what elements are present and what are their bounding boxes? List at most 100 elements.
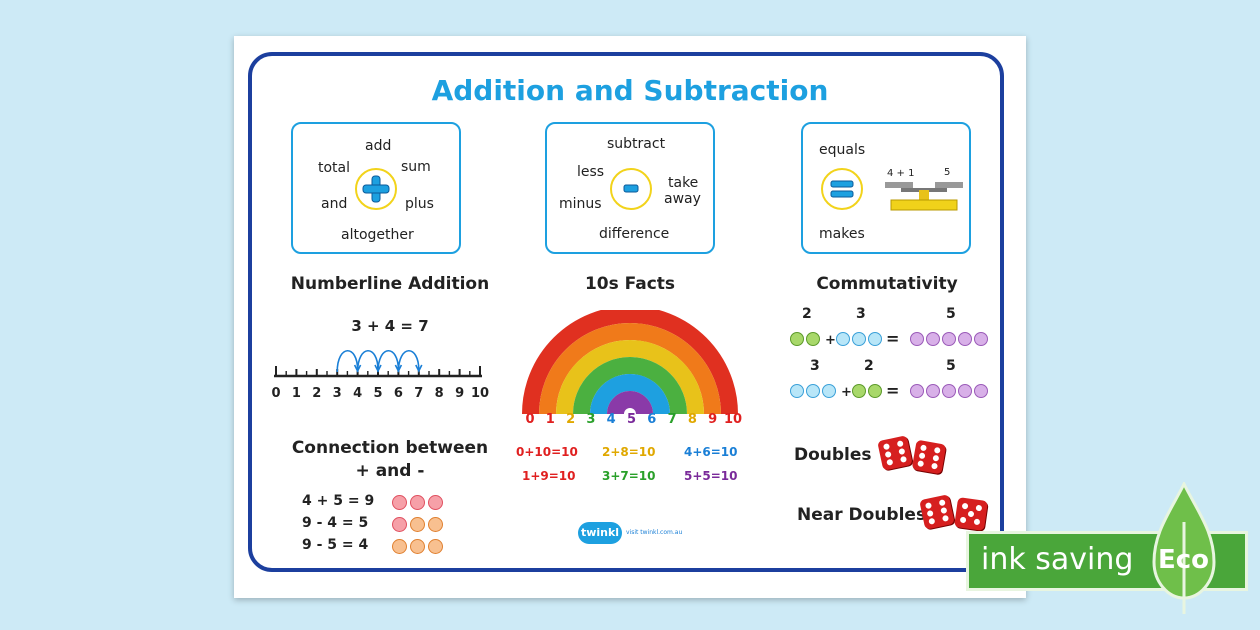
addition-vocab-box: add total sum and plus altogether <box>291 122 461 254</box>
number-line <box>274 350 482 378</box>
rainbow-band <box>607 391 653 414</box>
counter-dot <box>822 384 836 398</box>
rainbow-band <box>539 323 721 414</box>
counter-dot <box>910 332 924 346</box>
counter-dot <box>942 332 956 346</box>
numberline-label: 8 <box>434 386 444 401</box>
numberline-label: 7 <box>414 386 424 401</box>
rainbow-number: 0 <box>525 412 535 427</box>
counter-dot <box>926 384 940 398</box>
connection-heading-line2: + and - <box>355 461 425 481</box>
twinkl-logo: twinkl <box>578 522 622 544</box>
vocab-word: difference <box>599 226 670 242</box>
tens-fact: 5+5=10 <box>684 469 738 483</box>
counter-dot <box>410 539 425 554</box>
equals-icon <box>821 168 863 210</box>
near-doubles-label: Near Doubles <box>797 505 927 525</box>
numberline-label: 1 <box>291 386 301 401</box>
numberline-label: 4 <box>353 386 363 401</box>
doubles-label: Doubles <box>794 445 872 465</box>
counter-dot <box>836 332 850 346</box>
counter-dot <box>910 384 924 398</box>
activity-sheet: Addition and Subtraction add total sum a… <box>234 36 1026 598</box>
rainbow-number: 3 <box>586 412 596 427</box>
dice-icon <box>911 439 947 475</box>
counter-dot <box>852 332 866 346</box>
connection-heading-line1: Connection between <box>291 438 489 458</box>
minus-icon <box>610 168 652 210</box>
plus-sign: + <box>841 385 852 400</box>
rainbow-band <box>590 374 670 414</box>
commute-number: 5 <box>946 358 956 374</box>
subtraction-vocab-box: subtract less take away minus difference <box>545 122 715 254</box>
connection-equation: 9 - 5 = 4 <box>302 537 369 553</box>
rainbow-number: 7 <box>667 412 677 427</box>
vocab-word: sum <box>401 159 431 175</box>
commute-number: 2 <box>864 358 874 374</box>
counter-dot <box>852 384 866 398</box>
counter-dot <box>428 539 443 554</box>
numberline-label: 10 <box>470 386 490 401</box>
commute-number: 5 <box>946 306 956 322</box>
counter-dot <box>926 332 940 346</box>
numberline-equation: 3 + 4 = 7 <box>351 317 429 335</box>
rainbow-band <box>556 340 704 414</box>
counter-dot <box>428 517 443 532</box>
eco-leaf-icon <box>1152 482 1216 614</box>
counter-dot <box>410 495 425 510</box>
rainbow-number: 2 <box>566 412 576 427</box>
equals-vocab-box: equals makes 4 + 1 5 <box>801 122 971 254</box>
numberline-jump-arrow <box>356 350 379 373</box>
equals-sign: = <box>886 381 900 400</box>
counter-dot <box>392 539 407 554</box>
counter-dot <box>392 495 407 510</box>
commutativity-heading: Commutativity <box>816 274 958 294</box>
counter-dot <box>974 332 988 346</box>
twinkl-url: visit twinkl.com.au <box>626 529 683 536</box>
numberline-label: 2 <box>312 386 322 401</box>
counter-dot <box>868 332 882 346</box>
vocab-word: makes <box>819 226 865 242</box>
commute-number: 3 <box>856 306 866 322</box>
connection-equation: 4 + 5 = 9 <box>302 493 375 509</box>
counter-dot <box>410 517 425 532</box>
vocab-word: altogether <box>341 227 414 243</box>
rainbow-number: 4 <box>606 412 616 427</box>
rainbow-number: 9 <box>708 412 718 427</box>
vocab-word: equals <box>819 142 866 158</box>
plus-sign: + <box>825 333 836 348</box>
counter-dot <box>958 384 972 398</box>
counter-dot <box>806 332 820 346</box>
counter-dot <box>958 332 972 346</box>
dice-icon <box>877 435 913 471</box>
rainbow-band <box>522 310 738 414</box>
counter-dot <box>428 495 443 510</box>
numberline-jump-arrow <box>336 350 359 373</box>
balance-scale-icon <box>885 182 963 211</box>
connection-equation: 9 - 4 = 5 <box>302 515 369 531</box>
tens-fact: 4+6=10 <box>684 445 738 459</box>
numberline-label: 9 <box>455 386 465 401</box>
vocab-word: and <box>321 196 348 212</box>
vocab-word: total <box>318 160 351 176</box>
tens-fact: 3+7=10 <box>602 469 656 483</box>
dice-icon <box>954 497 988 531</box>
counter-dot <box>974 384 988 398</box>
vocab-word: add <box>365 138 392 154</box>
equals-sign: = <box>886 329 900 348</box>
vocab-word: minus <box>559 196 602 212</box>
tens-fact: 2+8=10 <box>602 445 656 459</box>
counter-dot <box>790 384 804 398</box>
numberline-arrowhead <box>415 364 423 373</box>
counter-dot <box>790 332 804 346</box>
tens-fact: 0+10=10 <box>516 445 578 459</box>
vocab-word: subtract <box>607 136 666 152</box>
vocab-word: less <box>577 164 605 180</box>
tens-fact: 1+9=10 <box>522 469 576 483</box>
counter-dot <box>806 384 820 398</box>
tens-facts-heading: 10s Facts <box>584 274 676 294</box>
numberline-jump-arrow <box>397 350 420 373</box>
numberline-label: 0 <box>271 386 281 401</box>
counter-dot <box>868 384 882 398</box>
rainbow-number: 6 <box>647 412 657 427</box>
